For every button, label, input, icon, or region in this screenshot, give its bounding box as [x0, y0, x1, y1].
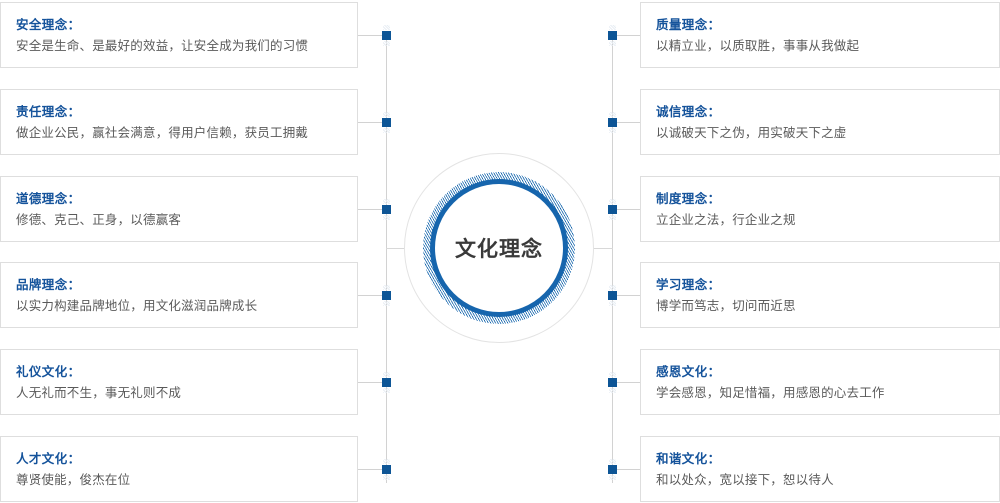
node-right-3[interactable]	[608, 199, 617, 220]
card-left-1[interactable]: 安全理念： 安全是生命、是最好的效益，让安全成为我们的习惯	[0, 2, 358, 68]
node-left-2[interactable]	[382, 112, 391, 133]
card-right-5[interactable]: 感恩文化： 学会感恩，知足惜福，用感恩的心去工作	[640, 349, 1000, 415]
center-hub[interactable]: 文化理念	[404, 153, 594, 343]
card-right-4[interactable]: 学习理念： 博学而笃志，切问而近思	[640, 262, 1000, 328]
hub-lead-left	[386, 248, 408, 249]
connector-left-2	[358, 122, 386, 123]
card-description: 学会感恩，知足惜福，用感恩的心去工作	[656, 385, 885, 400]
card-left-4[interactable]: 品牌理念： 以实力构建品牌地位，用文化滋润品牌成长	[0, 262, 358, 328]
connector-right-6	[613, 469, 640, 470]
card-description: 人无礼而不生，事无礼则不成	[16, 385, 182, 400]
card-description: 以精立业，以质取胜，事事从我做起	[656, 38, 860, 53]
card-description: 做企业公民，赢社会满意，得用户信赖，获员工拥戴	[16, 125, 309, 140]
node-left-3[interactable]	[382, 199, 391, 220]
connector-right-2	[613, 122, 640, 123]
node-right-1[interactable]	[608, 25, 617, 46]
card-title: 质量理念：	[656, 17, 721, 32]
card-left-3[interactable]: 道德理念： 修德、克己、正身，以德赢客	[0, 176, 358, 242]
right-spine-line	[612, 35, 613, 483]
card-description: 博学而笃志，切问而近思	[656, 298, 796, 313]
node-left-1[interactable]	[382, 25, 391, 46]
node-right-4[interactable]	[608, 285, 617, 306]
hub-accent-ring	[430, 179, 568, 317]
connector-left-6	[358, 469, 386, 470]
card-right-6[interactable]: 和谐文化： 和以处众，宽以接下，恕以待人	[640, 436, 1000, 502]
connector-right-1	[613, 35, 640, 36]
node-right-5[interactable]	[608, 372, 617, 393]
connector-right-4	[613, 295, 640, 296]
card-title: 安全理念：	[16, 17, 81, 32]
connector-left-1	[358, 35, 386, 36]
card-left-2[interactable]: 责任理念： 做企业公民，赢社会满意，得用户信赖，获员工拥戴	[0, 89, 358, 155]
card-description: 尊贤使能，俊杰在位	[16, 472, 131, 487]
hub-label: 文化理念	[455, 237, 543, 261]
card-right-1[interactable]: 质量理念： 以精立业，以质取胜，事事从我做起	[640, 2, 1000, 68]
card-description: 以实力构建品牌地位，用文化滋润品牌成长	[16, 298, 258, 313]
card-title: 礼仪文化：	[16, 364, 81, 379]
card-description: 立企业之法，行企业之规	[656, 212, 796, 227]
node-right-2[interactable]	[608, 112, 617, 133]
card-description: 安全是生命、是最好的效益，让安全成为我们的习惯	[16, 38, 309, 53]
node-left-5[interactable]	[382, 372, 391, 393]
card-left-5[interactable]: 礼仪文化： 人无礼而不生，事无礼则不成	[0, 349, 358, 415]
card-title: 人才文化：	[16, 451, 81, 466]
card-description: 和以处众，宽以接下，恕以待人	[656, 472, 834, 487]
card-title: 和谐文化：	[656, 451, 721, 466]
card-title: 品牌理念：	[16, 277, 81, 292]
card-description: 修德、克己、正身，以德赢客	[16, 212, 182, 227]
node-left-6[interactable]	[382, 459, 391, 480]
card-title: 制度理念：	[656, 191, 721, 206]
card-title: 诚信理念：	[656, 104, 721, 119]
connector-left-4	[358, 295, 386, 296]
card-description: 以诚破天下之伪，用实破天下之虚	[656, 125, 847, 140]
card-right-2[interactable]: 诚信理念： 以诚破天下之伪，用实破天下之虚	[640, 89, 1000, 155]
connector-right-3	[613, 209, 640, 210]
connector-left-5	[358, 382, 386, 383]
connector-right-5	[613, 382, 640, 383]
left-spine-line	[386, 35, 387, 483]
connector-left-3	[358, 209, 386, 210]
card-title: 学习理念：	[656, 277, 721, 292]
hub-lead-right	[590, 248, 613, 249]
card-left-6[interactable]: 人才文化： 尊贤使能，俊杰在位	[0, 436, 358, 502]
card-title: 感恩文化：	[656, 364, 721, 379]
card-title: 责任理念：	[16, 104, 81, 119]
card-right-3[interactable]: 制度理念： 立企业之法，行企业之规	[640, 176, 1000, 242]
card-title: 道德理念：	[16, 191, 81, 206]
node-left-4[interactable]	[382, 285, 391, 306]
node-right-6[interactable]	[608, 459, 617, 480]
